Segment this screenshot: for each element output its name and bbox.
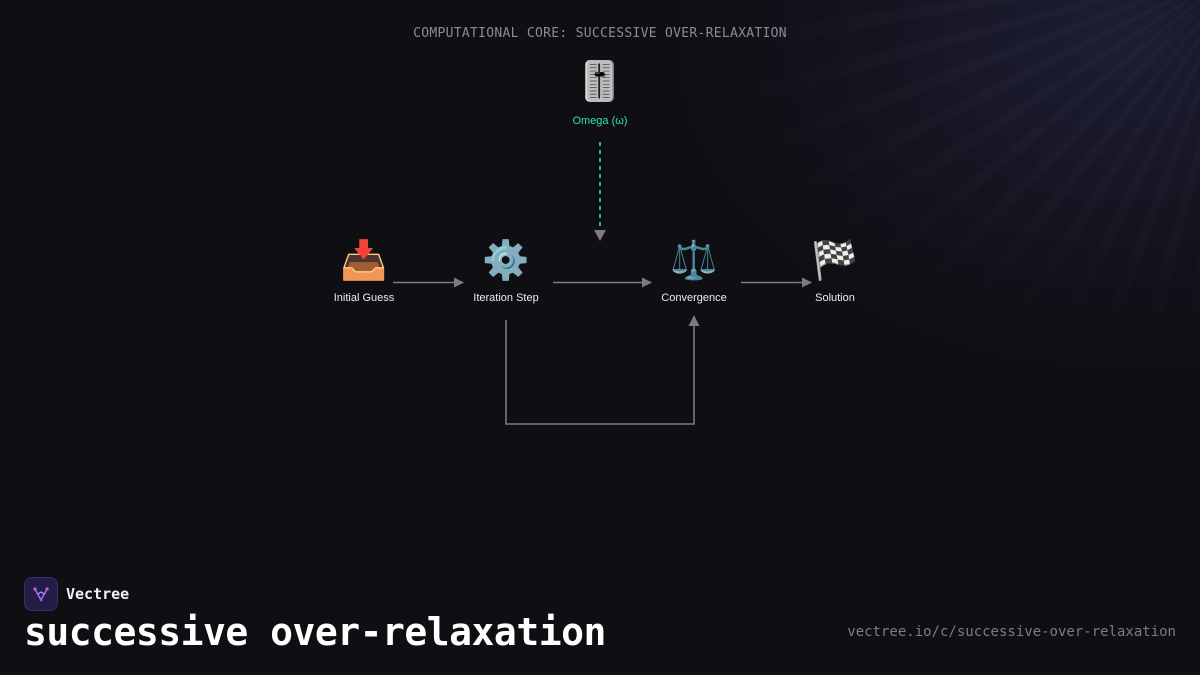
node-iteration-step[interactable]: ⚙️ Iteration Step: [436, 236, 576, 304]
brand[interactable]: Vectree: [24, 577, 129, 611]
node-solution[interactable]: 🏁 Solution: [765, 236, 905, 304]
diagram-title: COMPUTATIONAL CORE: SUCCESSIVE OVER-RELA…: [413, 26, 787, 41]
node-omega-label: Omega (ω): [572, 115, 628, 127]
brand-name: Vectree: [66, 585, 130, 603]
inbox-tray-icon: 📥: [340, 238, 388, 282]
page-headline: successive over-relaxation: [24, 610, 606, 654]
node-iteration-step-label: Iteration Step: [473, 292, 539, 304]
node-omega[interactable]: 🎚️ Omega (ω): [530, 57, 670, 127]
node-initial-guess[interactable]: 📥 Initial Guess: [294, 236, 434, 304]
gear-icon: ⚙️: [482, 238, 530, 282]
edge-omega-arrowhead: [594, 230, 606, 241]
edge-loop-arrowhead: [688, 315, 700, 326]
node-convergence-label: Convergence: [661, 292, 727, 304]
node-initial-guess-label: Initial Guess: [333, 292, 395, 304]
source-url[interactable]: vectree.io/c/successive-over-relaxation: [847, 624, 1176, 640]
level-slider-icon: 🎚️: [576, 59, 624, 103]
edge-iteration-step-loop-to-convergence: [505, 320, 695, 425]
checkered-flag-icon: 🏁: [811, 238, 859, 282]
node-convergence[interactable]: ⚖️ Convergence: [624, 236, 764, 304]
node-solution-label: Solution: [815, 292, 855, 304]
vectree-logo-icon: [24, 577, 58, 611]
balance-scale-icon: ⚖️: [670, 238, 718, 282]
